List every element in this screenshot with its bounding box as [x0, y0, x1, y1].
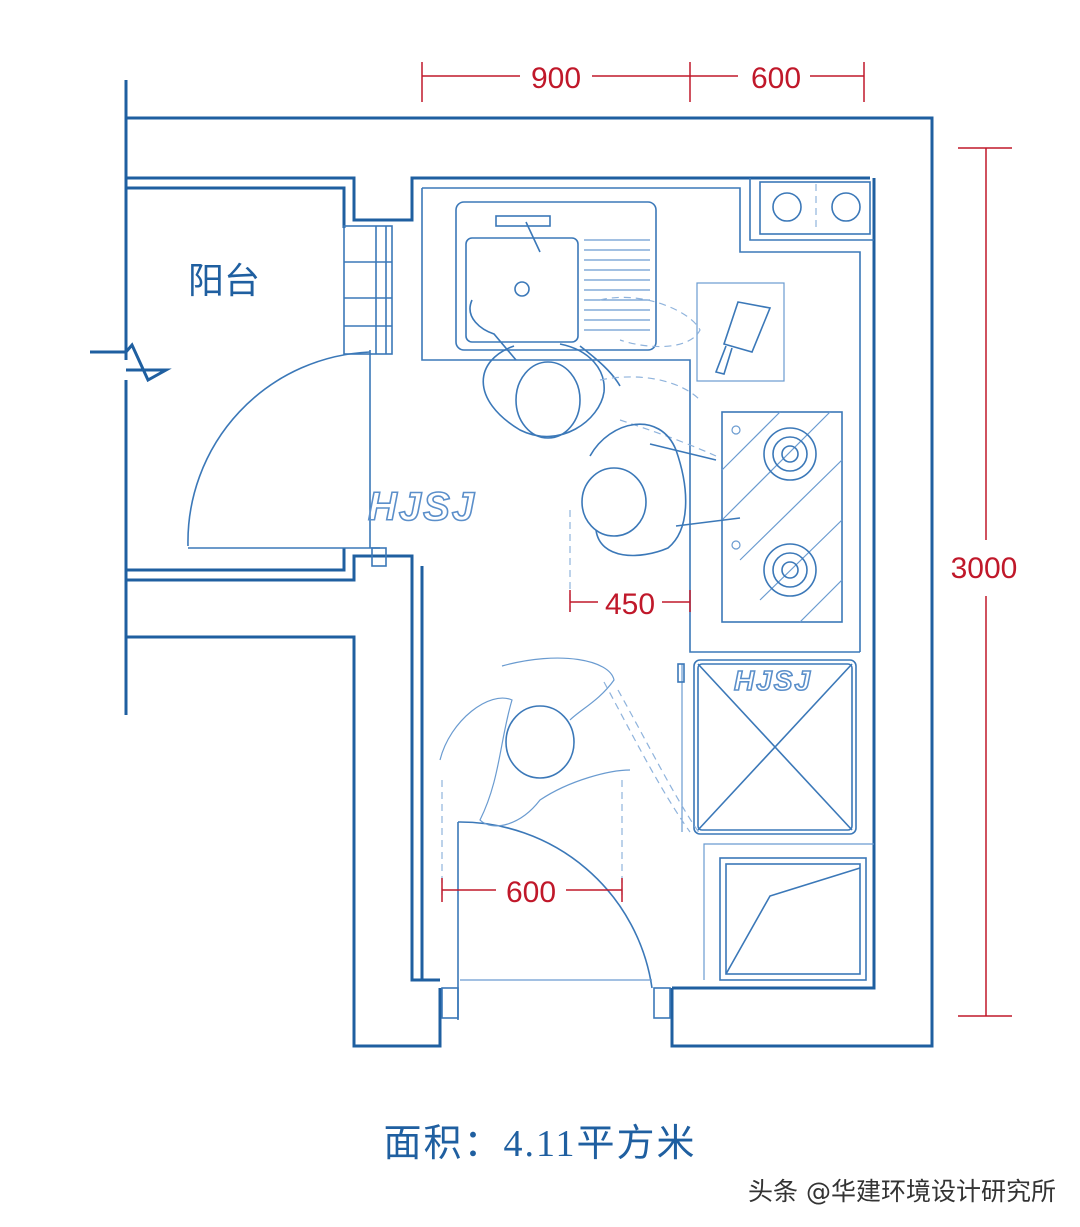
dim-3000-label: 3000: [951, 552, 1018, 585]
clearance-guides: [441, 510, 623, 896]
entry-door: [441, 821, 671, 1020]
dimension-stove-clearance: 450: [569, 588, 691, 621]
source-credit: 头条 @华建环境设计研究所: [748, 1177, 1056, 1206]
dimension-right: 3000: [951, 147, 1018, 1017]
balcony-label: 阳台: [188, 261, 260, 302]
person-at-fridge: [439, 657, 701, 835]
person-at-stove: [581, 423, 741, 557]
sink: [455, 201, 657, 351]
area-caption: 面积：4.11平方米: [383, 1123, 697, 1165]
balcony-door: [187, 350, 387, 567]
watermark-logo: HJSJ: [368, 485, 476, 529]
dim-600-top-label: 600: [751, 62, 801, 95]
refrigerator: [677, 659, 857, 835]
dim-450-label: 450: [605, 588, 655, 621]
cutting-board: [696, 282, 785, 382]
person-at-sink-reaching: [599, 296, 717, 457]
dimension-top: 900 600: [421, 62, 865, 102]
dimension-door-clearance: 600: [441, 876, 623, 909]
person-at-sink: [469, 299, 621, 439]
dim-900-label: 900: [531, 62, 581, 95]
washing-machine: [703, 843, 874, 981]
counters: [421, 178, 874, 653]
dim-600-door-label: 600: [506, 876, 556, 909]
watermark-logo-fridge: HJSJ: [734, 665, 812, 696]
walls: [90, 80, 934, 1048]
gas-stove: [721, 411, 843, 623]
corner-appliance: [759, 181, 871, 235]
balcony-window: [343, 225, 393, 355]
